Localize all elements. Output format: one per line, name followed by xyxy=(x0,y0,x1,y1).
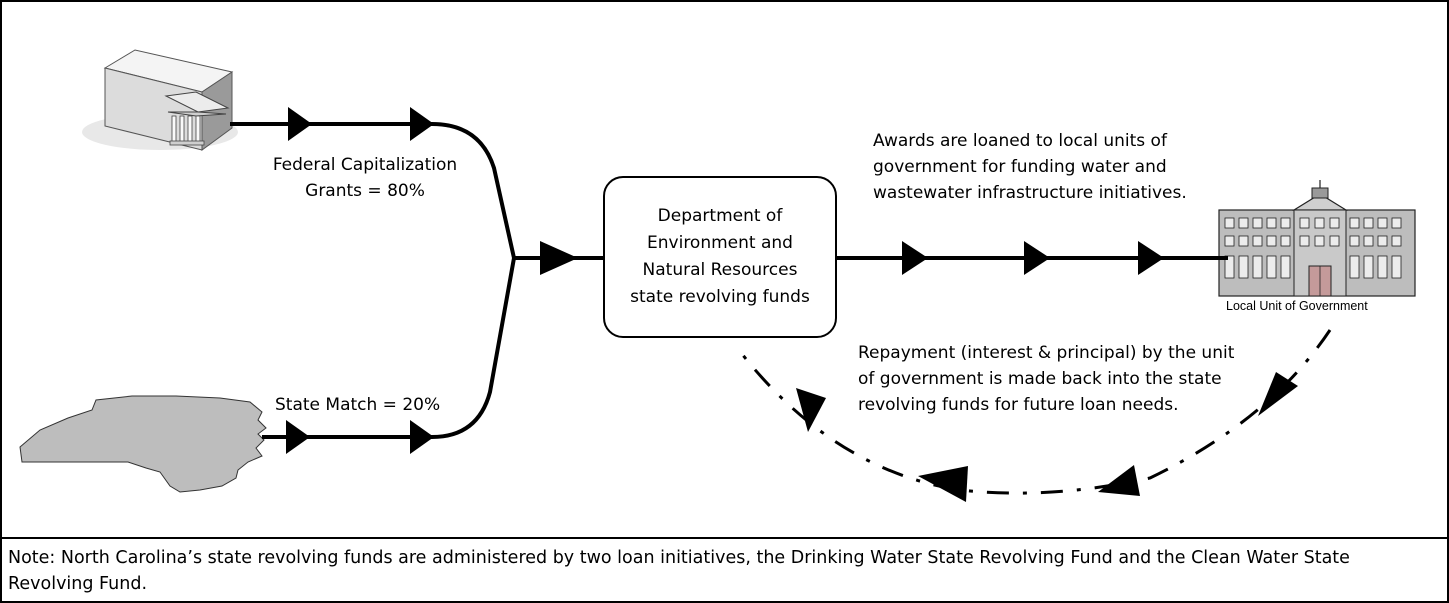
box-line4: state revolving funds xyxy=(630,287,810,307)
arrowhead xyxy=(410,420,434,454)
arrowhead xyxy=(410,107,434,141)
repayment-text-line2: of government is made back into the stat… xyxy=(858,369,1222,389)
repayment-text-line3: revolving funds for future loan needs. xyxy=(858,395,1179,415)
box-line3: Natural Resources xyxy=(642,260,798,280)
awards-text-line3: wastewater infrastructure initiatives. xyxy=(873,183,1187,203)
footnote: Note: North Carolina’s state revolving f… xyxy=(8,548,1350,594)
arrowhead xyxy=(902,241,928,275)
north-carolina-state-map-icon xyxy=(19,395,267,493)
denr-srf-box: Department of Environment and Natural Re… xyxy=(603,176,837,338)
state-match-label: State Match = 20% xyxy=(275,395,441,415)
local-government-building-icon xyxy=(1218,180,1416,297)
repayment-loop-line xyxy=(733,329,1332,495)
arrowhead xyxy=(1138,241,1164,275)
repayment-text: Repayment (interest & principal) by the … xyxy=(858,340,1234,418)
repayment-text-line1: Repayment (interest & principal) by the … xyxy=(858,343,1235,363)
awards-text-line2: government for funding water and xyxy=(873,157,1167,177)
federal-grant-line xyxy=(230,122,516,259)
arrowhead xyxy=(918,466,968,502)
arrowhead xyxy=(796,388,826,432)
awards-text: Awards are loaned to local units of gove… xyxy=(873,128,1187,206)
arrowhead xyxy=(288,107,312,141)
federal-grants-label: Federal Capitalization Grants = 80% xyxy=(245,152,485,204)
flow-arrowheads xyxy=(286,107,1164,454)
state-match-line xyxy=(262,257,516,439)
federal-bank-building-icon xyxy=(82,49,238,151)
arrowhead xyxy=(540,241,578,275)
local-unit-caption: Local Unit of Government xyxy=(1226,299,1368,313)
arrowhead xyxy=(1258,372,1298,416)
awards-text-line1: Awards are loaned to local units of xyxy=(873,131,1167,151)
federal-grants-label-line1: Federal Capitalization xyxy=(272,155,458,175)
box-line2: Environment and xyxy=(647,233,793,253)
box-line1: Department of xyxy=(657,206,783,226)
federal-grants-label-line2: Grants = 80% xyxy=(305,181,425,201)
note-divider xyxy=(0,537,1449,539)
arrowhead xyxy=(286,420,310,454)
repayment-arrowheads xyxy=(796,372,1298,502)
arrowhead xyxy=(1024,241,1050,275)
arrowhead xyxy=(1098,465,1140,496)
